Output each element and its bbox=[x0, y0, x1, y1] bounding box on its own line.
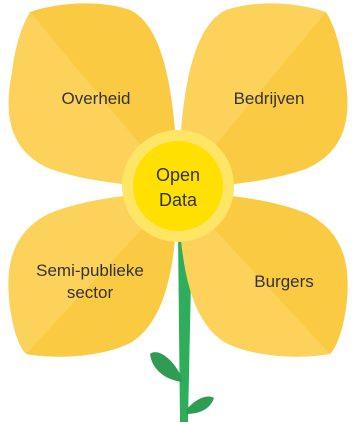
center-label-open: Open bbox=[156, 165, 200, 185]
center-circle-inner bbox=[133, 141, 223, 231]
label-bedrijven: Bedrijven bbox=[234, 89, 305, 108]
label-semi-publieke-line2: sector bbox=[67, 283, 114, 302]
petal-bottom-right bbox=[178, 190, 348, 357]
center-label-data: Data bbox=[159, 190, 198, 210]
label-burgers: Burgers bbox=[254, 272, 314, 291]
leaf-left bbox=[150, 352, 182, 382]
petal-top-right bbox=[178, 3, 348, 191]
label-overheid: Overheid bbox=[62, 89, 131, 108]
label-semi-publieke-line1: Semi-publieke bbox=[36, 261, 144, 280]
petal-top-left bbox=[8, 3, 178, 191]
petal-bottom-left bbox=[8, 190, 179, 357]
leaf-right bbox=[186, 396, 214, 414]
